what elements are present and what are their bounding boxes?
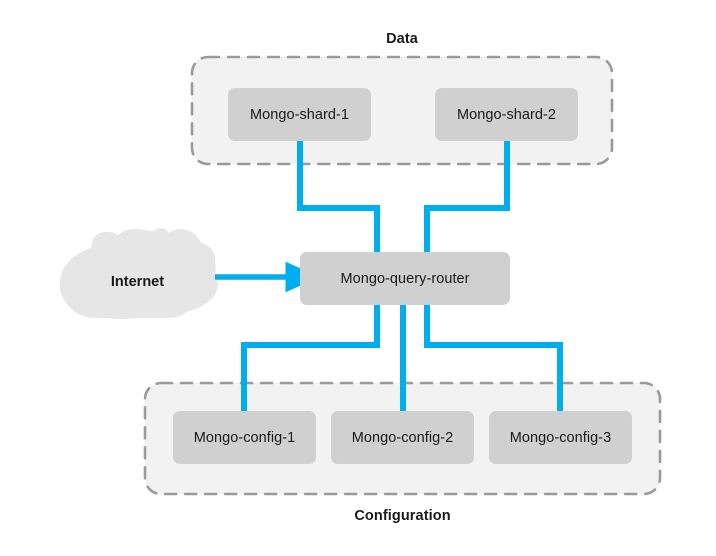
internet-cloud-shape <box>60 227 218 319</box>
configuration-group-label: Configuration <box>354 508 451 524</box>
data-group-label: Data <box>386 31 418 47</box>
mongo-shard-2-label[interactable]: Mongo-shard-2 <box>457 106 556 123</box>
connector-shard1-to-router <box>297 141 380 252</box>
connector-router-to-config3 <box>424 305 563 411</box>
mongo-shard-1-label[interactable]: Mongo-shard-1 <box>250 106 349 123</box>
connector-router-to-config1 <box>241 305 380 411</box>
mongo-shard-2-shape[interactable] <box>435 88 578 141</box>
mongo-query-router-label[interactable]: Mongo-query-router <box>340 270 470 287</box>
mongo-config-1-shape[interactable] <box>173 411 316 464</box>
mongo-config-2-label[interactable]: Mongo-config-2 <box>351 429 454 446</box>
mongo-shard-1-shape[interactable] <box>228 88 371 141</box>
mongo-config-2-shape[interactable] <box>331 411 474 464</box>
connector-shard2-to-router <box>424 141 510 252</box>
mongo-config-3-shape[interactable] <box>489 411 632 464</box>
mongo-query-router-shape[interactable] <box>300 252 510 305</box>
mongo-config-3-label[interactable]: Mongo-config-3 <box>509 429 612 446</box>
internet-cloud-label: Internet <box>110 274 165 290</box>
mongo-config-1-label[interactable]: Mongo-config-1 <box>193 429 296 446</box>
